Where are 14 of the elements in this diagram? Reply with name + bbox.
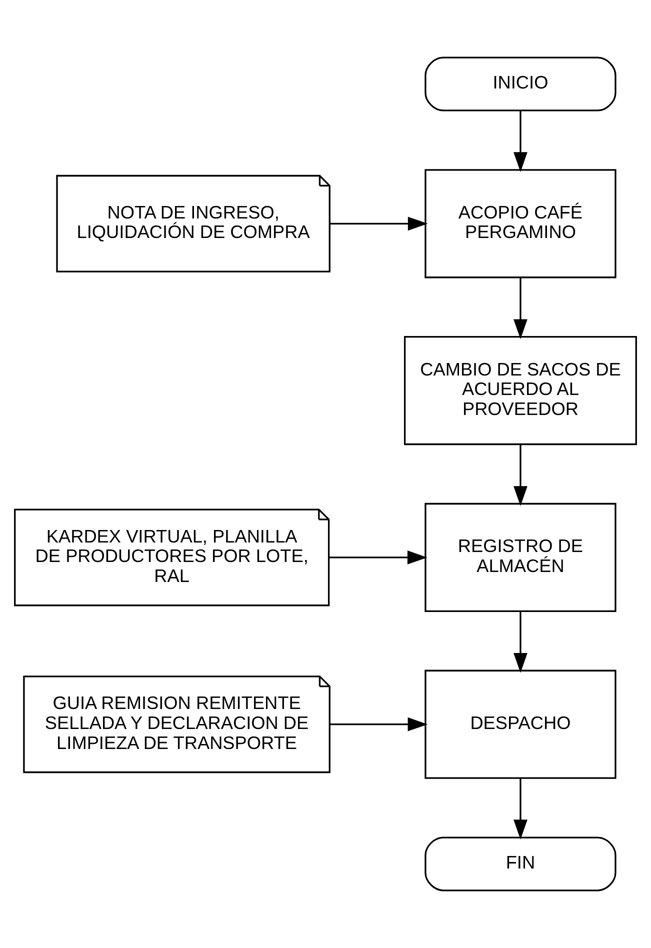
arrow xyxy=(329,550,428,564)
arrow xyxy=(330,717,428,732)
node-box: ACOPIO CAFÉ PERGAMINO xyxy=(424,169,616,278)
arrow xyxy=(330,216,428,231)
arrow xyxy=(514,444,528,506)
node-box: DESPACHO xyxy=(424,670,616,779)
node-box: FIN xyxy=(424,836,616,892)
arrow xyxy=(514,110,528,172)
arrow xyxy=(514,278,528,340)
node-box: INICIO xyxy=(424,56,616,112)
arrow xyxy=(514,778,528,840)
node-box: REGISTRO DE ALMACÉN xyxy=(424,502,616,612)
arrow xyxy=(514,611,528,673)
node-box: CAMBIO DE SACOS DE ACUERDO AL PROVEEDOR xyxy=(404,336,637,446)
